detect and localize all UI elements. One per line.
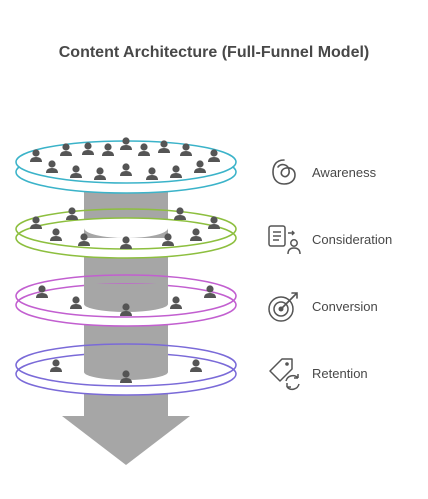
checklist-person-icon [268,225,301,255]
consideration-ring [15,207,237,259]
funnel-arrow-head [62,416,190,465]
retention-ring [15,343,237,396]
target-arrow-icon [268,292,298,322]
stage-label-conversion: Conversion [312,299,378,314]
awareness-ring [15,137,237,194]
stage-label-consideration: Consideration [312,232,393,247]
page-title: Content Architecture (Full-Funnel Model) [58,44,370,61]
stage-label-awareness: Awareness [312,165,377,180]
threads-icon [272,159,296,185]
conversion-ring [15,274,237,327]
tag-cycle-icon [269,358,300,391]
stage-label-retention: Retention [312,366,368,381]
